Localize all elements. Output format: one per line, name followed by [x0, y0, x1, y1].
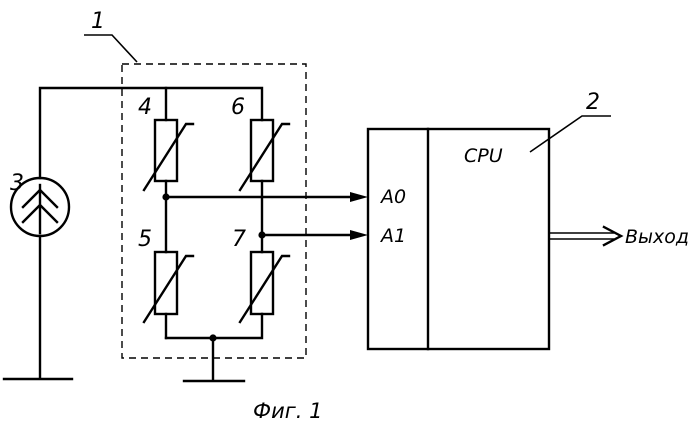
input-label-a0: A0 — [379, 186, 406, 208]
varistor-5 — [144, 252, 193, 322]
input-label-a1: A1 — [379, 225, 406, 247]
callout-6: 6 — [231, 95, 245, 120]
output-arrow — [549, 227, 621, 245]
processor-name: CPU — [464, 145, 503, 167]
callout-1: 1 — [91, 9, 105, 34]
callout-5: 5 — [138, 227, 152, 252]
callout-3: 3 — [10, 171, 24, 196]
output-label: Выход — [625, 226, 689, 248]
callout-leader-1 — [84, 35, 137, 62]
callout-2: 2 — [586, 90, 600, 115]
callout-7: 7 — [232, 227, 246, 252]
arrow-a1 — [350, 230, 368, 240]
arrow-a0 — [350, 192, 368, 202]
varistor-7 — [240, 252, 289, 322]
varistor-4 — [144, 120, 193, 190]
figure-caption: Фиг. 1 — [253, 399, 322, 423]
varistor-6 — [240, 120, 289, 190]
callout-leader-2 — [530, 116, 611, 152]
bridge-bottom-wire — [166, 314, 262, 338]
callout-4: 4 — [138, 95, 152, 120]
